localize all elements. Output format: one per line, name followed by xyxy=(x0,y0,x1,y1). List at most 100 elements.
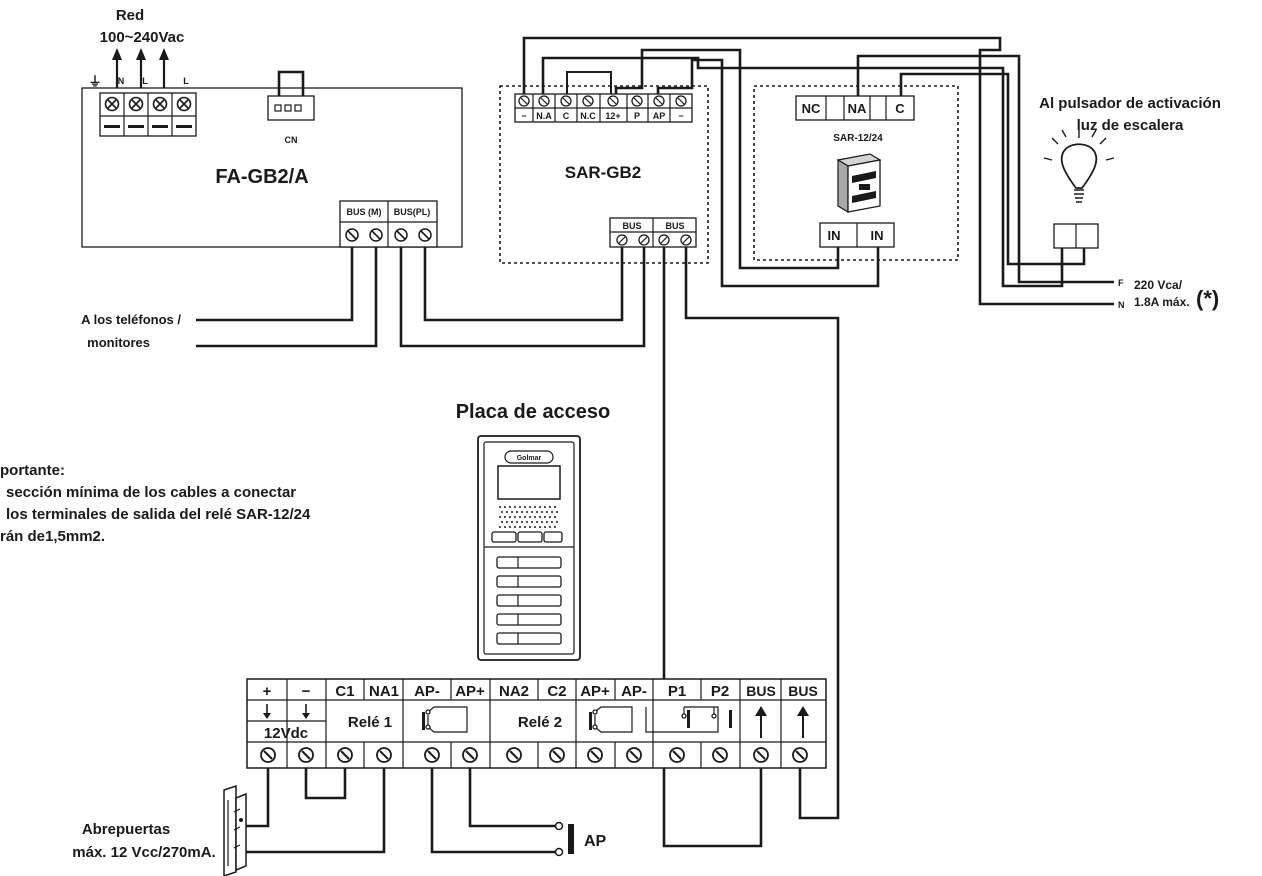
note-line3: los terminales de salida del relé SAR-12… xyxy=(6,506,311,523)
lamp-title-line2: luz de escalera xyxy=(1077,117,1184,134)
wire-sargb2-12v-to-sar1224-in xyxy=(614,48,840,270)
stairway-light-group: Al pulsador de activación luz de escaler… xyxy=(1039,95,1221,311)
board-header-ap-minus-2: AP- xyxy=(621,683,647,700)
sar-gb2-terminal-na: N.A xyxy=(536,111,552,121)
wire-fa-buspl-to-sargb2-a xyxy=(399,247,646,348)
board-header-bus2: BUS xyxy=(788,683,818,699)
supply-voltage: 100~240Vac xyxy=(100,29,185,46)
fa-bus-terminal-block: BUS (M) BUS(PL) xyxy=(339,200,438,248)
wire-board-na1-to-lock xyxy=(246,768,386,854)
wire-board-ap-minus-to-button xyxy=(430,768,556,854)
sar-gb2-module: − N.A C N.C 12+ P AP − SAR-GB2 BUS BUS xyxy=(499,85,709,264)
wire-board-plus-to-lock xyxy=(246,768,270,828)
wire-sargb2-na-to-lamp xyxy=(541,56,1064,288)
supply-title: Red xyxy=(116,7,144,24)
panel-logo: Golmar xyxy=(504,450,554,464)
fa-bus-m-label: BUS (M) xyxy=(347,207,382,217)
board-12vdc-label: 12Vdc xyxy=(264,725,308,742)
wire-sargb2-bus-to-board-b xyxy=(684,247,840,820)
sar-gb2-bus2-label: BUS xyxy=(665,221,684,231)
lamp-terminal-block xyxy=(1053,223,1099,249)
lamp-title-line1: Al pulsador de activación xyxy=(1039,95,1221,112)
light-bulb-icon xyxy=(1043,129,1115,203)
board-screws xyxy=(260,747,808,763)
lamp-n-label: N xyxy=(1118,300,1125,310)
note-line4: rán de1,5mm2. xyxy=(0,528,105,545)
din-rail-relay-icon xyxy=(836,153,882,214)
board-header-p1: P1 xyxy=(668,683,686,700)
board-header-plus: + xyxy=(263,683,272,700)
board-header-ap-minus-1: AP- xyxy=(414,683,440,700)
fa-bus-pl-label: BUS(PL) xyxy=(394,207,431,217)
sar-1224-input-1: IN xyxy=(828,228,841,243)
sar-gb2-bus1-label: BUS xyxy=(622,221,641,231)
board-middle-row: 12Vdc Relé 1 Relé 2 xyxy=(263,704,809,742)
sar-gb2-terminal-block: − N.A C N.C 12+ P AP − xyxy=(514,93,693,123)
sar-gb2-terminal-ap: AP xyxy=(653,111,666,121)
sar-1224-contact-block: NC NA C xyxy=(795,95,915,121)
wire-fa-busm-to-phones-b xyxy=(196,247,378,348)
wire-sargb2-bus-to-board-a xyxy=(662,247,763,848)
ap-push-button: AP xyxy=(554,821,607,857)
rele2-contact-symbol xyxy=(589,706,633,733)
board-header-bus1: BUS xyxy=(746,683,776,699)
access-panel: Placa de acceso Golmar xyxy=(456,401,611,661)
sar-1224-contact-nc: NC xyxy=(802,101,821,116)
board-headers: + − C1 NA1 AP- AP+ NA2 C2 AP+ AP- P1 P2 … xyxy=(263,683,818,700)
note-line1: portante: xyxy=(0,462,65,479)
terminal-board: + − C1 NA1 AP- AP+ NA2 C2 AP+ AP- P1 P2 … xyxy=(246,678,827,769)
wire-board-ap-plus-to-button xyxy=(468,768,556,828)
wire-sar1224-na-to-lamp xyxy=(856,54,1114,284)
fa-cn-connector: CN xyxy=(267,70,315,145)
wire-fa-buspl-to-sargb2-b xyxy=(423,247,624,322)
board-header-ap-plus-2: AP+ xyxy=(580,683,610,700)
board-header-na2: NA2 xyxy=(499,683,529,700)
board-header-c2: C2 xyxy=(547,683,566,700)
fa-input-terminal-block xyxy=(99,92,197,137)
lamp-asterisk-note: (*) xyxy=(1196,286,1219,311)
panel-title: Placa de acceso xyxy=(456,401,611,423)
phones-label-line1: A los teléfonos / xyxy=(81,312,181,327)
door-strike-icon xyxy=(223,784,247,876)
fa-name: FA-GB2/A xyxy=(215,166,308,188)
important-note: portante: sección mínima de los cables a… xyxy=(0,462,311,545)
board-header-na1: NA1 xyxy=(369,683,399,700)
sar-gb2-terminal-p: P xyxy=(634,111,640,121)
sar-1224-name: SAR-12/24 xyxy=(833,133,883,144)
sar-1224-contact-na: NA xyxy=(848,101,867,116)
fa-input-n: N xyxy=(118,76,125,86)
wire-sargb2-ap-to-sar1224-in xyxy=(656,58,880,288)
wire-board-minus-na1-bridge xyxy=(304,768,347,800)
ap-label: AP xyxy=(584,833,607,850)
sar-1224-contact-c: C xyxy=(895,101,905,116)
wire-sargb2-minus-to-n xyxy=(522,36,1114,306)
fa-gb2a-power-supply: ⏚ N L L xyxy=(81,70,463,248)
sar-1224-input-block: IN IN xyxy=(819,222,895,248)
panel-buttons-top-row xyxy=(491,531,563,543)
fa-input-l1: L xyxy=(142,76,148,86)
fa-input-ground: ⏚ xyxy=(88,74,101,89)
lamp-spec-line2: 1.8A máx. xyxy=(1134,295,1190,309)
p1-p2-contact-symbol xyxy=(645,706,732,733)
sar-gb2-name: SAR-GB2 xyxy=(565,163,642,182)
wire-sar1224-c-to-lamp xyxy=(899,72,1086,266)
sar-gb2-terminal-c: C xyxy=(563,111,570,121)
sar-1224-enclosure xyxy=(753,85,959,261)
lock-label-line1: Abrepuertas xyxy=(82,821,170,838)
board-rele1-label: Relé 1 xyxy=(348,714,392,731)
sar-1224-input-2: IN xyxy=(871,228,884,243)
sar-gb2-terminal-minus1: − xyxy=(521,111,526,121)
sar-gb2-bus-terminal-block: BUS BUS xyxy=(609,217,697,248)
wire-sargb2-c-nc-bridge xyxy=(566,71,612,97)
rele1-contact-symbol xyxy=(422,706,468,733)
board-header-minus: − xyxy=(302,683,311,700)
sar-1224-relay-module: NC NA C SAR-12/24 IN IN xyxy=(753,85,959,261)
board-header-c1: C1 xyxy=(335,683,354,700)
board-header-p2: P2 xyxy=(711,683,729,700)
door-lock: Abrepuertas máx. 12 Vcc/270mA. xyxy=(72,784,247,876)
lock-label-line2: máx. 12 Vcc/270mA. xyxy=(72,844,215,861)
board-rele2-label: Relé 2 xyxy=(518,714,562,731)
panel-speaker-grille xyxy=(499,506,558,528)
fa-input-l2: L xyxy=(183,76,189,86)
